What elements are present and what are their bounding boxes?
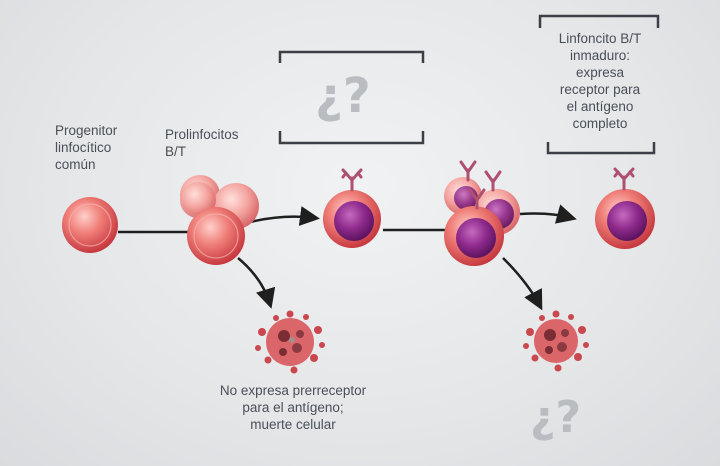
arrow-to-cell-death-left bbox=[237, 257, 276, 309]
connector-lines bbox=[118, 204, 577, 311]
cell-preb-cluster bbox=[444, 160, 520, 266]
arrow-preb-to-inmaduro bbox=[519, 204, 577, 224]
arrow-to-cell-death-right bbox=[502, 257, 543, 311]
receptor-icon bbox=[613, 167, 635, 191]
cell-with-prereceptor bbox=[323, 168, 381, 248]
receptor-icon bbox=[341, 168, 363, 192]
bracket-top-question bbox=[278, 50, 425, 145]
label-progenitor: Progenitor linfocítico común bbox=[55, 123, 118, 172]
bracket-inmaduro bbox=[538, 14, 660, 155]
label-prolinfocitos: Prolinfocitos B/T bbox=[165, 127, 239, 159]
cell-death-left bbox=[255, 310, 325, 374]
cell-prolinfocitos-cluster bbox=[180, 175, 259, 265]
label-inmaduro: Linfoncito B/T inmaduro: expresa recepto… bbox=[558, 31, 642, 131]
label-muerte-celular: No expresa prerreceptor para el antígeno… bbox=[219, 383, 367, 432]
cell-death-right bbox=[523, 310, 589, 372]
question-mark-bottom: ¿? bbox=[530, 392, 582, 443]
cell-linfocito-inmaduro bbox=[595, 167, 655, 249]
question-mark-top: ¿? bbox=[315, 68, 371, 124]
cell-progenitor bbox=[62, 197, 118, 253]
receptor-icon bbox=[459, 160, 502, 210]
arrow-prolinfocitos-to-prob bbox=[249, 206, 320, 226]
